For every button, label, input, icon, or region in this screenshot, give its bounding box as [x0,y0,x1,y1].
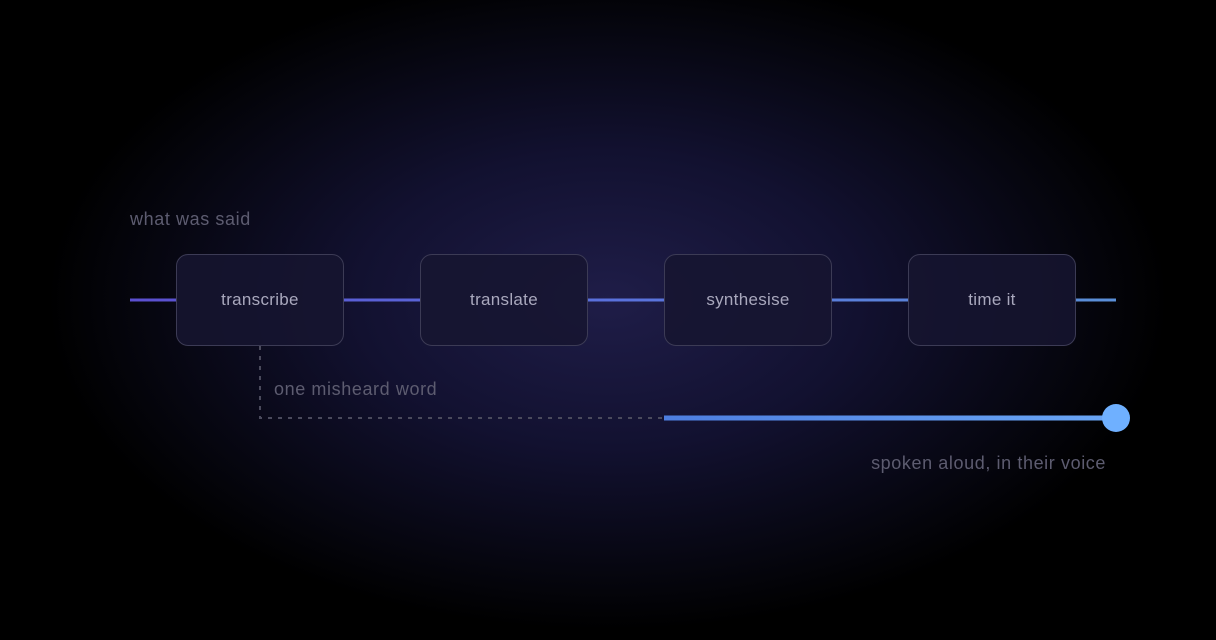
error-label: one misheard word [274,379,438,399]
step-transcribe: transcribe [176,254,344,346]
output-endpoint-dot [1102,404,1130,432]
step-label: translate [470,290,538,309]
output-label: spoken aloud, in their voice [871,453,1106,473]
step-synthesise: synthesise [664,254,832,346]
input-label: what was said [130,209,251,229]
step-translate: translate [420,254,588,346]
step-time-it: time it [908,254,1076,346]
step-label: synthesise [706,290,790,309]
step-label: transcribe [221,290,299,309]
error-propagation-dashed-path [259,346,664,419]
step-label: time it [968,290,1016,309]
